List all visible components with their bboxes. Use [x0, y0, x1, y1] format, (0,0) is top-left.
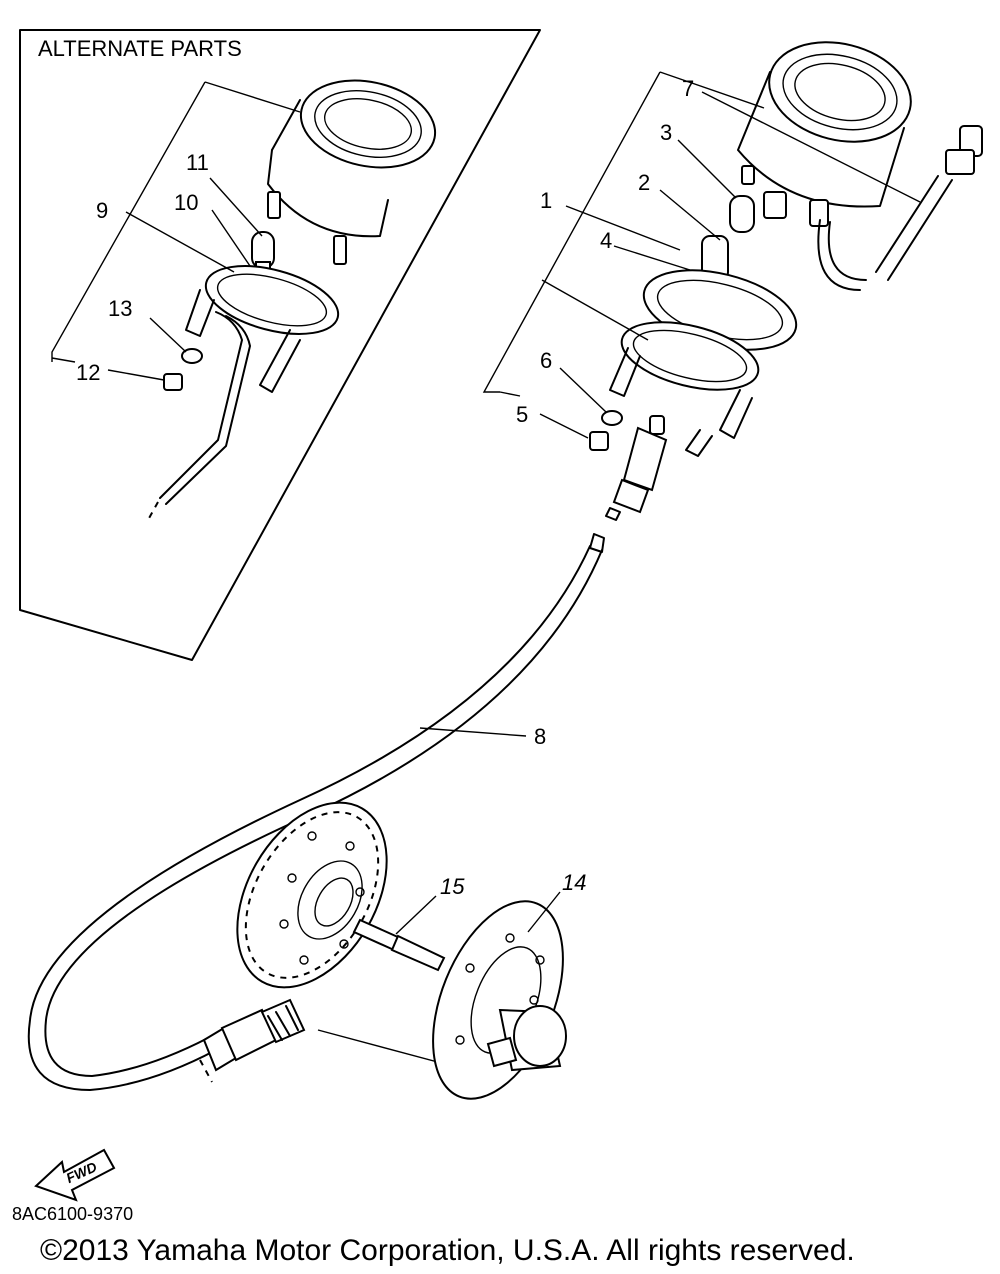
callout-13: 13 — [108, 296, 132, 321]
main-meter — [737, 41, 912, 291]
alternate-nuts — [163, 348, 203, 391]
callout-6: 6 — [540, 348, 552, 373]
main-leader-lines — [539, 91, 921, 439]
callout-11: 11 — [186, 150, 209, 175]
callout-7: 7 — [682, 76, 694, 101]
callout-9: 9 — [96, 198, 108, 223]
copyright-text: ©2013 Yamaha Motor Corporation, U.S.A. A… — [40, 1234, 855, 1267]
main-bracket-lines — [482, 71, 765, 397]
main-bulb — [729, 195, 755, 233]
meter-cable-adapter — [605, 415, 668, 521]
part-code: 8AC6100-9370 — [12, 1204, 133, 1224]
callout-15: 15 — [440, 874, 465, 899]
callout-5: 5 — [516, 402, 528, 427]
callout-3: 3 — [660, 120, 672, 145]
drive-shaft — [352, 918, 446, 972]
main-nuts — [589, 410, 623, 451]
leader-15 — [395, 895, 437, 935]
alternate-parts-title: ALTERNATE PARTS — [38, 36, 242, 61]
alternate-bracket-lines — [51, 81, 301, 363]
speedometer-gear-unit — [432, 900, 567, 1100]
callout-4: 4 — [600, 228, 612, 253]
brake-disc — [236, 801, 388, 989]
cable-lower-connector — [199, 998, 461, 1083]
callout-14: 14 — [562, 870, 586, 895]
leader-8 — [419, 727, 527, 737]
callout-12: 12 — [76, 360, 100, 385]
callout-2: 2 — [638, 170, 650, 195]
callout-10: 10 — [174, 190, 198, 215]
main-mount-bracket — [609, 321, 760, 457]
callout-1: 1 — [540, 188, 552, 213]
alternate-mount-bracket — [147, 265, 340, 521]
meter-cable-connector — [875, 125, 983, 281]
callout-8: 8 — [534, 724, 546, 749]
alternate-meter — [267, 79, 437, 265]
speedometer-cable — [27, 533, 605, 1091]
leader-14 — [527, 891, 561, 933]
alternate-leader-lines — [107, 177, 263, 381]
alternate-parts-box — [19, 29, 541, 661]
forward-arrow-icon: FWD — [34, 1148, 116, 1202]
